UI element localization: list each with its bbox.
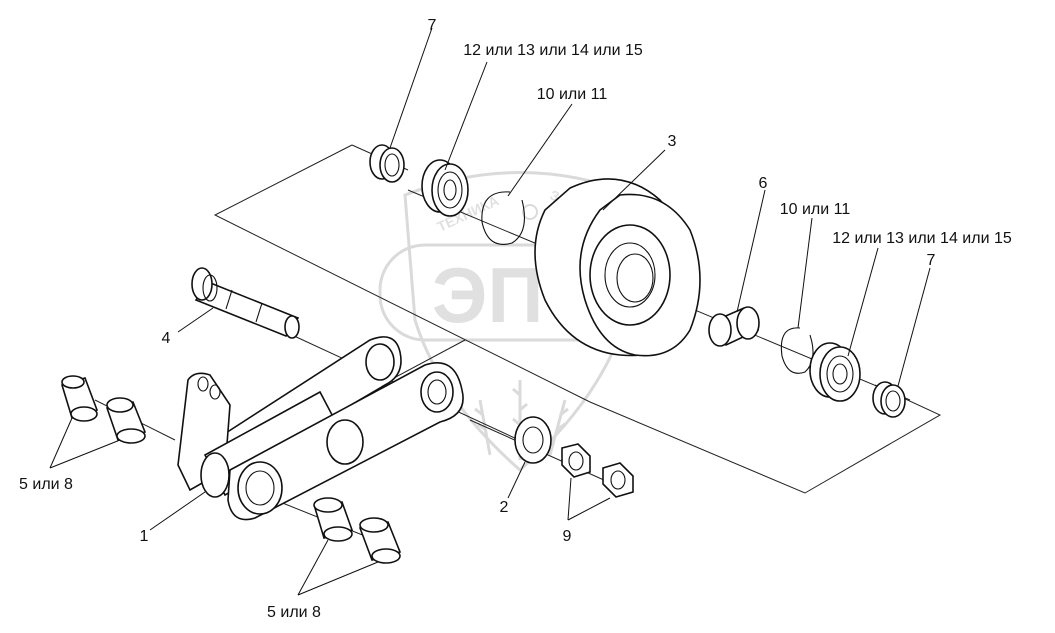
- bushing-bottom-2: [358, 517, 402, 564]
- callout-5-bottom: 5 или 8: [267, 604, 321, 621]
- bushing-left-1: [61, 375, 99, 422]
- leader-lines: [49, 27, 931, 596]
- callout-2: 2: [500, 499, 509, 516]
- bearing-part-12-right: [809, 342, 861, 402]
- bushing-bottom-1: [313, 497, 354, 542]
- callout-7-right: 7: [927, 252, 936, 269]
- callout-12-right: 12 или 13 или 14 или 15: [832, 230, 1012, 247]
- bearing-part-12-top: [421, 159, 469, 217]
- nut-part-9-a: [561, 443, 591, 478]
- bushing-left-2: [105, 397, 147, 444]
- callout-3: 3: [668, 133, 677, 150]
- snap-ring-part-10-top: [481, 191, 525, 245]
- snap-ring-part-10-right: [780, 327, 814, 374]
- callout-7-top: 7: [428, 17, 437, 34]
- callout-10-top: 10 или 11: [537, 86, 608, 103]
- callout-5-left: 5 или 8: [19, 476, 73, 493]
- axle-pin-part-4: [191, 267, 300, 339]
- washer-part-2: [514, 416, 552, 464]
- spacer-ring-part-7-right: [872, 381, 906, 418]
- nut-part-9-b: [602, 462, 634, 498]
- callout-4: 4: [162, 330, 171, 347]
- gear-icon: [522, 204, 538, 220]
- lever-arm-part-1: [177, 336, 464, 521]
- callout-1: 1: [140, 528, 149, 545]
- spacer-tube-part-6: [708, 306, 760, 347]
- callout-labels: 7 12 или 13 или 14 или 15 10 или 11 3 6 …: [19, 17, 1012, 621]
- callout-10-right: 10 или 11: [780, 201, 851, 218]
- callout-6: 6: [759, 175, 768, 192]
- roller-wheel-part-3: [534, 178, 701, 357]
- callout-12-top: 12 или 13 или 14 или 15: [463, 42, 643, 59]
- spacer-ring-part-7-top: [369, 144, 405, 183]
- callout-9: 9: [563, 528, 572, 545]
